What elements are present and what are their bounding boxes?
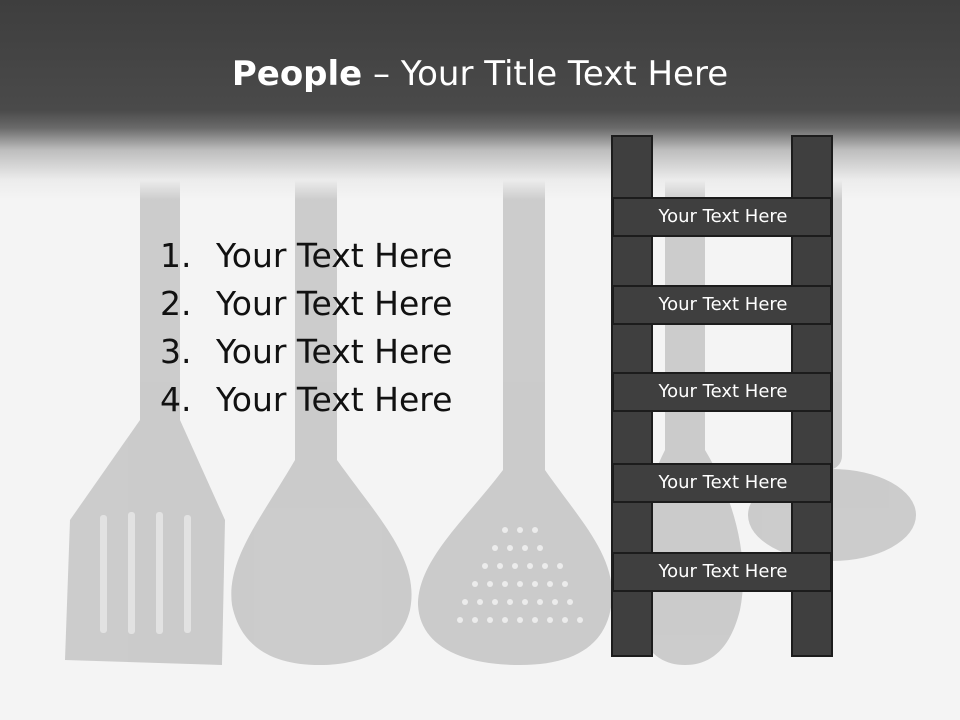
list-item: 1. Your Text Here: [160, 232, 452, 280]
list-item: 3. Your Text Here: [160, 328, 452, 376]
list-number: 3.: [160, 332, 192, 371]
list-text: Your Text Here: [216, 284, 453, 323]
list-number: 4.: [160, 380, 192, 419]
ladder-rung: [612, 197, 832, 237]
list-number: 2.: [160, 284, 192, 323]
ladder-rung-label: Your Text Here: [658, 206, 788, 227]
list-item: 4. Your Text Here: [160, 376, 452, 424]
ladder-rung: [612, 552, 832, 592]
list-number: 1.: [160, 236, 192, 275]
list-text: Your Text Here: [216, 332, 453, 371]
ladder-rung: [612, 463, 832, 503]
list-text: Your Text Here: [216, 236, 453, 275]
title-separator: –: [362, 54, 401, 94]
ladder-rung-label: Your Text Here: [658, 472, 788, 493]
slide-title: People – Your Title Text Here: [0, 52, 960, 96]
ladder-rung-label: Your Text Here: [658, 381, 788, 402]
title-bold-word: People: [231, 54, 363, 94]
list-item: 2. Your Text Here: [160, 280, 452, 328]
ladder-rung: [612, 285, 832, 325]
ladder-rung-label: Your Text Here: [658, 561, 788, 582]
ladder-rung: [612, 372, 832, 412]
title-rest: Your Title Text Here: [400, 54, 729, 94]
list-text: Your Text Here: [216, 380, 453, 419]
numbered-list: 1. Your Text Here 2. Your Text Here 3. Your…: [160, 232, 452, 424]
ladder-rung-label: Your Text Here: [658, 294, 788, 315]
